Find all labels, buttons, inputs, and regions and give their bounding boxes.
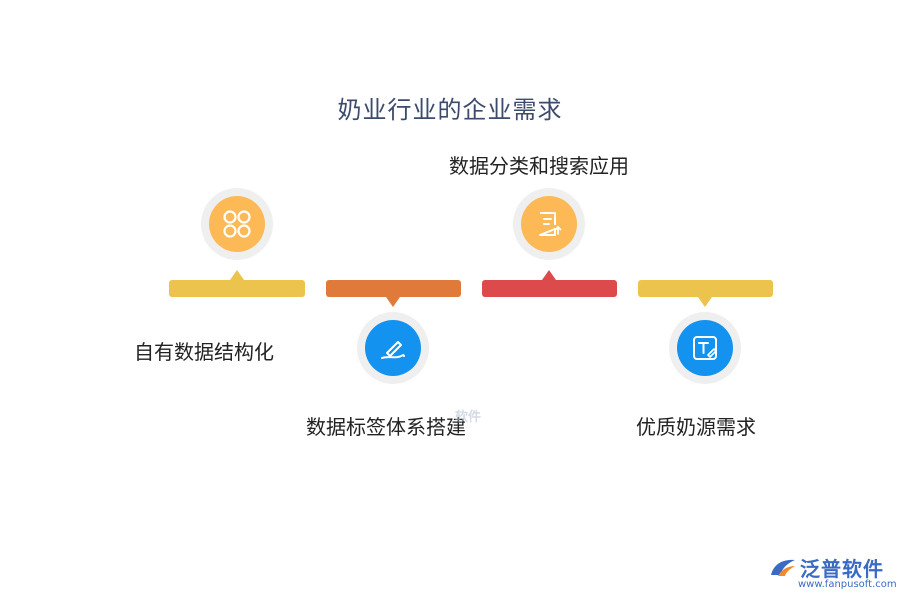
text-edit-icon (693, 336, 717, 360)
pointer-down-2 (386, 297, 400, 307)
node-label-3: 数据分类和搜索应用 (449, 154, 629, 178)
timeline-bar-2 (326, 280, 461, 297)
pen-stroke-icon (381, 341, 405, 359)
timeline-bar-1 (169, 280, 305, 297)
timeline-bar-4 (638, 280, 773, 297)
node-circle-3 (513, 188, 585, 260)
node-label-2: 数据标签体系搭建 (306, 415, 466, 439)
node-circle-1 (201, 188, 273, 260)
node-label-4: 优质奶源需求 (636, 415, 756, 439)
node-label-1: 自有数据结构化 (134, 340, 274, 364)
timeline-bar-3 (482, 280, 617, 297)
brand-name: 泛普软件 (800, 557, 884, 581)
brand-logo: 泛普软件 www.fanpusoft.com (768, 553, 897, 595)
pointer-up-1 (230, 270, 244, 280)
four-circles-icon (223, 210, 251, 238)
pointer-down-4 (698, 297, 712, 307)
page-title: 奶业行业的企业需求 (337, 96, 563, 124)
pointer-up-3 (542, 270, 556, 280)
document-upload-icon (539, 212, 562, 236)
node-circle-2 (357, 312, 429, 384)
watermark: 软件 (455, 410, 482, 425)
brand-mark-icon (771, 559, 795, 576)
brand-url: www.fanpusoft.com (798, 579, 897, 590)
node-circle-4 (669, 312, 741, 384)
